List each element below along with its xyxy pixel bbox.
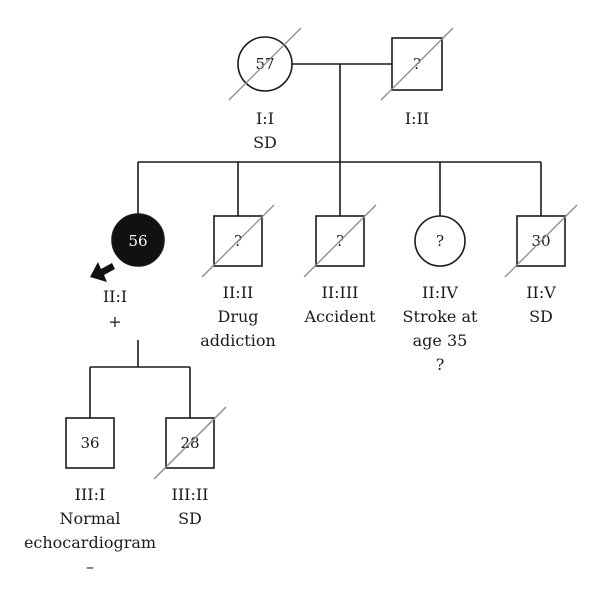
symbol-text: 56: [128, 232, 147, 250]
individual-i-ii: ? I:II: [380, 27, 454, 128]
female-symbol-affected: [111, 213, 165, 267]
individual-id: II:I: [103, 287, 127, 306]
individual-id: III:I: [75, 485, 106, 504]
individual-ii-iv: ? II:IV Stroke at age 35 ?: [403, 215, 478, 374]
individual-id: II:II: [223, 283, 254, 302]
individual-id: II:IV: [422, 283, 458, 302]
individual-note: SD: [178, 509, 202, 528]
individual-note: Stroke at: [403, 307, 478, 326]
individual-ii-i: 56 II:I +: [90, 213, 165, 331]
deceased-slash: [153, 406, 227, 480]
individual-id: II:III: [322, 283, 359, 302]
individual-iii-ii: 28 III:II SD: [153, 406, 227, 528]
proband-arrow-icon: [90, 262, 115, 282]
individual-note: Drug: [217, 307, 258, 326]
pedigree-lines: [89, 63, 542, 418]
deceased-slash: [380, 27, 454, 101]
individual-ii-iii: ? II:III Accident: [303, 204, 377, 326]
individual-note: addiction: [200, 331, 276, 350]
individual-note: ?: [436, 355, 445, 374]
individual-ii-v: 30 II:V SD: [504, 204, 578, 326]
male-symbol: [65, 417, 115, 469]
symbol-text: ?: [436, 232, 444, 250]
individual-note: Normal: [59, 509, 120, 528]
individual-ii-ii: ? II:II Drug addiction: [200, 204, 276, 350]
individual-note: +: [108, 312, 121, 331]
individual-note: Accident: [303, 307, 376, 326]
deceased-slash: [504, 204, 578, 278]
individual-id: II:V: [526, 283, 556, 302]
deceased-slash: [228, 27, 302, 101]
individual-id: I:I: [256, 109, 274, 128]
deceased-slash: [201, 204, 275, 278]
individual-id: I:II: [405, 109, 429, 128]
individual-iii-i: 36 III:I Normal echocardiogram –: [24, 417, 156, 576]
individual-id: III:II: [172, 485, 209, 504]
individual-i-i: 57 I:I SD: [228, 27, 302, 152]
individual-note: SD: [253, 133, 277, 152]
individual-note: –: [86, 557, 94, 576]
individual-note: SD: [529, 307, 553, 326]
female-symbol: [414, 215, 466, 267]
deceased-slash: [303, 204, 377, 278]
individual-note: echocardiogram: [24, 533, 156, 552]
individual-note: age 35: [413, 331, 468, 350]
symbol-text: 36: [80, 434, 99, 452]
